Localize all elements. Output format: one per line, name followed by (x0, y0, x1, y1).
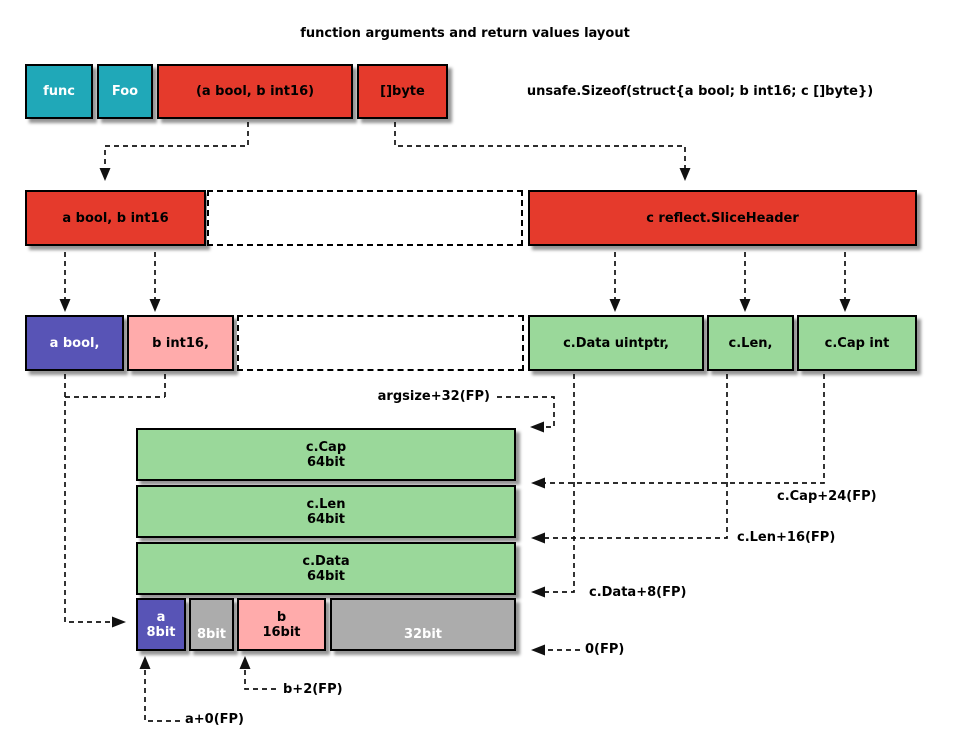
box-arg-tuple: (a bool, b int16) (157, 64, 353, 119)
box-args-group: a bool, b int16 (25, 190, 206, 246)
box-func-name: Foo (97, 64, 153, 119)
row2-to-row3-connectors (59, 252, 851, 312)
right-arrow-icon (112, 616, 126, 628)
stack-slot-name: c.Len (306, 496, 346, 512)
stack-slot-clen: c.Len 64bit (136, 485, 516, 538)
box-ccap-int: c.Cap int (797, 315, 917, 371)
sizeof-annotation: unsafe.Sizeof(struct{a bool; b int16; c … (526, 84, 874, 99)
label-b-fp: b+2(FP) (283, 682, 343, 697)
fp-offset-connectors (497, 374, 825, 656)
down-arrow-icon (679, 168, 691, 181)
label-zero-fp: 0(FP) (585, 642, 625, 657)
left-arrow-icon (531, 586, 545, 598)
down-arrow-icon (739, 299, 751, 312)
left-arrow-icon (530, 421, 544, 433)
box-sliceheader: c reflect.SliceHeader (528, 190, 917, 246)
stack-slot-pad32: 32bit (330, 598, 516, 651)
down-arrow-icon (149, 299, 161, 312)
label-a-fp: a+0(FP) (185, 712, 245, 727)
box-return-byteslice: []byte (357, 64, 448, 119)
down-arrow-icon (99, 168, 111, 181)
page-title: function arguments and return values lay… (300, 26, 630, 41)
stack-slot-pad8: 8bit (189, 598, 234, 651)
stack-slot-size: 64bit (306, 568, 346, 584)
stack-slot-name: c.Cap (305, 439, 347, 455)
label-cdata-fp: c.Data+8(FP) (589, 585, 687, 600)
stack-slot-b: b 16bit (237, 598, 326, 651)
stack-slot-size: 64bit (306, 454, 346, 470)
left-arrow-icon (531, 532, 545, 544)
stack-slot-size: 64bit (306, 511, 346, 527)
left-arrow-icon (531, 477, 545, 489)
box-clen: c.Len, (707, 315, 794, 371)
down-arrow-icon (609, 299, 621, 312)
stack-slot-name: b (276, 609, 287, 625)
box-func-keyword: func (25, 64, 93, 119)
stack-slot-size: 16bit (262, 624, 301, 640)
up-arrow-icon (139, 656, 151, 669)
down-arrow-icon (59, 299, 71, 312)
stack-slot-cdata: c.Data 64bit (136, 542, 516, 595)
box-b-int16: b int16, (127, 315, 234, 371)
label-argsize-fp: argsize+32(FP) (377, 389, 490, 404)
stack-slot-a: a 8bit (136, 598, 186, 651)
stack-slot-ccap: c.Cap 64bit (136, 428, 516, 481)
down-arrow-icon (839, 299, 851, 312)
stack-slot-size: 8bit (146, 624, 176, 640)
top-to-row2-connectors (99, 122, 691, 181)
label-clen-fp: c.Len+16(FP) (737, 530, 836, 545)
stack-slot-name: c.Data (302, 553, 350, 569)
up-arrow-icon (239, 656, 251, 669)
stack-slot-name: a (156, 609, 166, 625)
left-arrow-icon (531, 644, 545, 656)
box-empty-row3 (237, 315, 524, 371)
box-cdata-uintptr: c.Data uintptr, (528, 315, 704, 371)
box-a-bool: a bool, (25, 315, 124, 371)
label-ccap-fp: c.Cap+24(FP) (777, 489, 877, 504)
box-empty-row2 (207, 190, 523, 246)
